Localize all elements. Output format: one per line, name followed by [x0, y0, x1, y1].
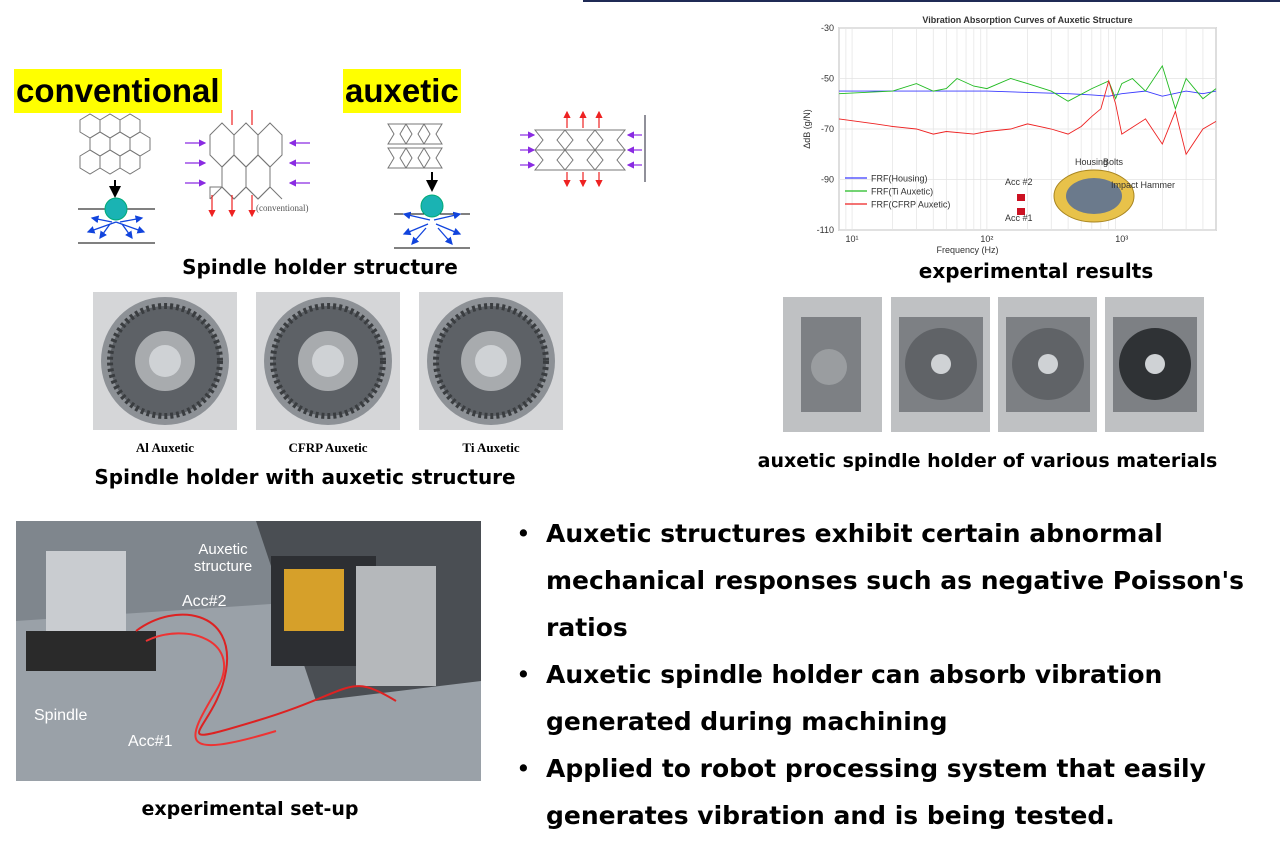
structure-diagram: (conventional)	[78, 110, 646, 249]
top-rule	[583, 0, 1280, 2]
material-photo	[891, 297, 990, 432]
holder-label: CFRP Auxetic	[288, 440, 368, 455]
material-photo	[998, 297, 1097, 432]
setup-label-spindle: Spindle	[34, 707, 88, 724]
auxetic-label: auxetic	[343, 69, 461, 113]
chart-y-tick-label: -90	[821, 175, 834, 185]
holder-photo	[93, 292, 237, 430]
chart-y-tick-label: -70	[821, 124, 834, 134]
vibration-chart: -30 -50 -70 -90 -110 10¹ 10² 10³ Vibration Absor…	[802, 15, 1217, 255]
chart-inset-acc2	[1017, 194, 1025, 201]
chart-series-line	[838, 79, 1217, 156]
chart-title: Vibration Absorption Curves of Auxetic S…	[922, 15, 1132, 25]
chart-x-tick-label: 10³	[1115, 234, 1128, 244]
chart-legend-label: FRF(Ti Auxetic)	[871, 187, 933, 197]
holder-photo	[256, 292, 400, 430]
material-photo	[1105, 297, 1204, 432]
chart-annotation: Impact Hammer	[1111, 180, 1175, 190]
chart-x-axis-label: Frequency (Hz)	[936, 245, 998, 255]
chart-legend-label: FRF(Housing)	[871, 174, 928, 184]
setup-label-acc1: Acc#1	[128, 733, 173, 750]
structure-caption: Spindle holder structure	[182, 255, 458, 279]
holder-label: Ti Auxetic	[462, 440, 520, 455]
svg-text:(conventional): (conventional)	[256, 203, 308, 213]
chart-annotation: Acc #1	[1005, 213, 1033, 223]
chart-series-line	[838, 64, 1217, 111]
honeycomb-small	[79, 113, 151, 175]
chart-x-tick-label: 10²	[980, 234, 993, 244]
chart-legend-label: FRF(CFRP Auxetic)	[871, 200, 950, 210]
setup-label-auxetic: Auxetic structure	[193, 541, 253, 575]
conventional-label: conventional	[14, 69, 222, 113]
bullet-list: Auxetic structures exhibit certain abnor…	[516, 510, 1276, 839]
chart-series-line	[839, 90, 1217, 97]
holder-label: Al Auxetic	[135, 440, 195, 455]
chart-y-tick-label: -30	[821, 23, 834, 33]
setup-photo: Auxetic structure Acc#2 Spindle Acc#1	[16, 521, 481, 781]
bullet-item: Auxetic spindle holder can absorb vibrat…	[516, 651, 1276, 745]
setup-caption: experimental set-up	[141, 798, 359, 820]
setup-label-acc2: Acc#2	[182, 593, 227, 610]
bullet-item: Applied to robot processing system that …	[516, 745, 1276, 839]
chart-x-tick-label: 10¹	[846, 234, 859, 244]
material-photo	[783, 297, 882, 432]
chart-y-tick-label: -110	[817, 225, 834, 235]
chart-annotation: Housing	[1075, 157, 1108, 167]
materials-caption: auxetic spindle holder of various materi…	[757, 450, 1218, 472]
holders-caption: Spindle holder with auxetic structure	[94, 465, 516, 489]
chart-inset-acc1	[1017, 208, 1025, 215]
chart-y-tick-label: -50	[821, 74, 834, 84]
chart-y-axis-label: ΔdB (g/N)	[802, 109, 812, 149]
holder-photo	[419, 292, 563, 430]
chart-inset-device	[1066, 178, 1122, 214]
chart-caption: experimental results	[918, 259, 1154, 283]
bullet-item: Auxetic structures exhibit certain abnor…	[516, 510, 1276, 651]
chart-annotation: Acc #2	[1005, 177, 1033, 187]
chart-annotation: Bolts	[1103, 157, 1124, 167]
